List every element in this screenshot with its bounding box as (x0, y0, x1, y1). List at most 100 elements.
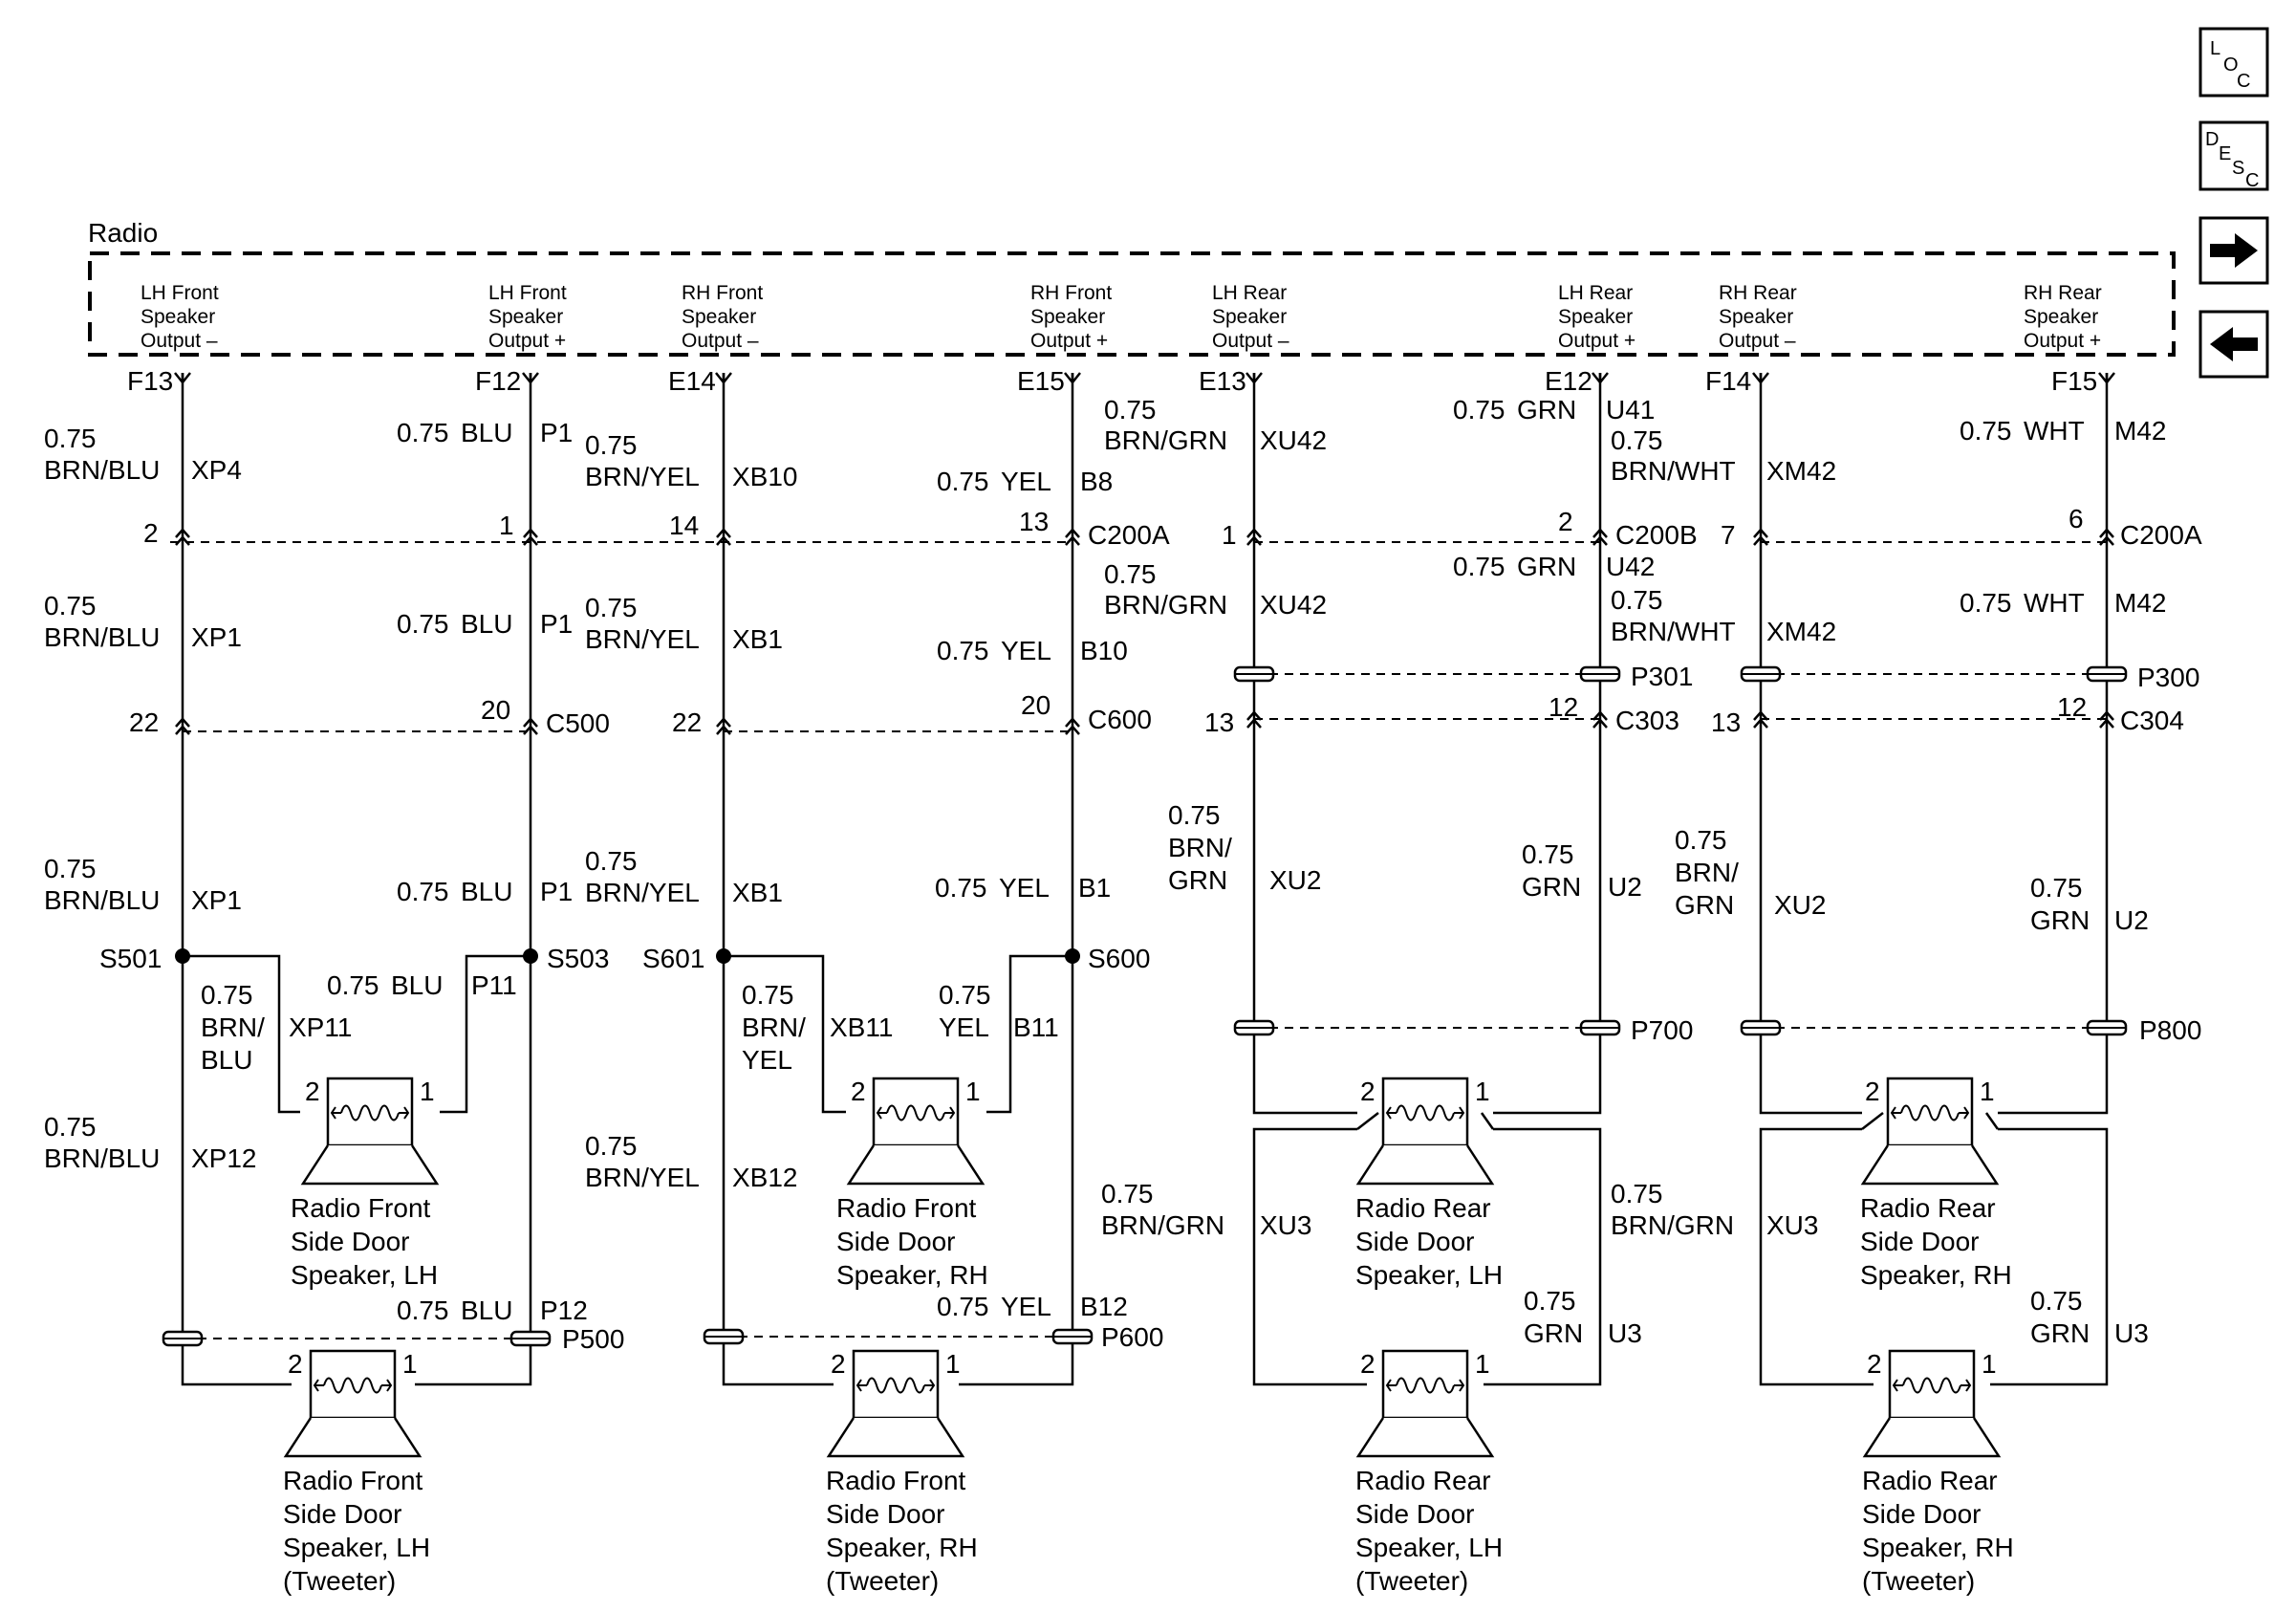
wire-circuit: XB1 (732, 878, 783, 907)
svg-text:E: E (2219, 143, 2231, 164)
wire-circuit: XP11 (289, 1012, 352, 1042)
wire-color: BLU (461, 1295, 512, 1325)
radio-output-label: Speaker (2024, 306, 2098, 328)
splice-label: S600 (1088, 944, 1150, 973)
svg-text:S: S (2232, 158, 2244, 179)
wire-color: BRN/ (742, 1012, 806, 1042)
speaker-rear-lh (1356, 1077, 1494, 1186)
speaker-name: (Tweeter) (283, 1566, 396, 1596)
speaker-name: Side Door (1860, 1227, 1980, 1256)
speaker-pin-positive: 1 (402, 1349, 418, 1379)
pin-number: 22 (672, 708, 702, 737)
wire-color: GRN (2030, 1318, 2090, 1348)
svg-text:C: C (2245, 170, 2259, 191)
wire-color: BLU (461, 609, 512, 639)
radio-output-label: Output + (1030, 330, 1108, 352)
tweeter-front-rh (827, 1349, 964, 1458)
wire-color: GRN (2030, 905, 2090, 935)
radio-output-label: Output – (1212, 330, 1289, 352)
speaker-name: Radio Rear (1860, 1193, 1996, 1223)
radio-output-pin: F12 (475, 366, 521, 396)
radio-title: Radio (88, 218, 158, 248)
pin-number: 20 (481, 695, 510, 725)
wire-size: 0.75 (1453, 395, 1505, 425)
wire-size: 0.75 (937, 636, 989, 665)
wire-circuit: P1 (540, 418, 573, 447)
radio-module-outline (88, 251, 2176, 357)
wire-size: 0.75 (1104, 559, 1157, 589)
wire-color: BRN/GRN (1611, 1210, 1734, 1240)
tweeter-rear-lh (1356, 1349, 1494, 1458)
wire-color: WHT (2024, 416, 2085, 446)
wire-size: 0.75 (2030, 1286, 2083, 1316)
connector-name: C200A (2120, 520, 2202, 550)
speaker-name: Speaker, LH (283, 1533, 430, 1562)
tweeter-rear-rh (1863, 1349, 2001, 1458)
speaker-name: Radio Rear (1355, 1193, 1491, 1223)
wire-circuit: XP1 (191, 885, 242, 915)
wire-size: 0.75 (397, 418, 449, 447)
radio-output-label: LH Rear (1558, 282, 1633, 304)
connector-name: C500 (546, 708, 610, 738)
wire-circuit: U3 (1608, 1318, 1642, 1348)
pin-number: 14 (669, 511, 699, 540)
connector-name: C200A (1088, 520, 1170, 550)
wire-circuit: XB12 (732, 1163, 798, 1192)
speaker-name: Speaker, LH (1355, 1533, 1503, 1562)
wire-size: 0.75 (1524, 1286, 1576, 1316)
wire-size: 0.75 (2030, 873, 2083, 903)
wire-size: 0.75 (585, 1131, 638, 1161)
speaker-name: Radio Front (836, 1193, 977, 1223)
pin-number: 13 (1711, 708, 1741, 737)
wire-color: GRN (1517, 552, 1576, 581)
speaker-pin-positive: 1 (1982, 1349, 1997, 1379)
wire-color: GRN (1517, 395, 1576, 425)
speaker-name: Radio Rear (1862, 1466, 1998, 1495)
wire-circuit: U3 (2114, 1318, 2149, 1348)
radio-output-label: Output + (2024, 330, 2101, 352)
speaker-name: Side Door (1862, 1499, 1982, 1529)
wire-color: BRN/WHT (1611, 456, 1736, 486)
back-button[interactable] (2199, 310, 2269, 379)
wire-circuit: B12 (1080, 1292, 1128, 1321)
pin-number: 6 (2069, 504, 2084, 533)
wire-circuit: M42 (2114, 416, 2166, 446)
inline-connectors (162, 665, 2128, 1347)
wire-circuit: XB11 (830, 1012, 893, 1042)
loc-button[interactable]: LOC (2199, 27, 2269, 98)
speaker-pin-positive: 1 (1475, 1349, 1490, 1379)
wire-circuit: P1 (540, 877, 573, 906)
wire-color: BRN/BLU (44, 1143, 160, 1173)
wire-color: BRN/ (1675, 858, 1739, 887)
wire-size: 0.75 (1522, 839, 1574, 869)
forward-button[interactable] (2199, 216, 2269, 285)
speaker-rear-rh (1861, 1077, 1999, 1186)
wire-size: 0.75 (201, 980, 253, 1010)
wire-color: YEL (1001, 636, 1051, 665)
splice-dot-s501 (175, 948, 190, 964)
wire-circuit: M42 (2114, 588, 2166, 618)
speaker-name: Speaker, RH (1862, 1533, 2014, 1562)
speaker-pin-positive: 1 (945, 1349, 961, 1379)
speaker-name: Radio Rear (1355, 1466, 1491, 1495)
speaker-name: Speaker, LH (291, 1260, 438, 1290)
wire-size: 0.75 (327, 970, 379, 1000)
radio-output-pin: F14 (1705, 366, 1751, 396)
speaker-name: Side Door (1355, 1227, 1475, 1256)
speaker-name: Side Door (283, 1499, 402, 1529)
wire-size: 0.75 (44, 854, 97, 883)
radio-output-label: Output + (1558, 330, 1635, 352)
radio-output-label: Output – (1719, 330, 1796, 352)
speaker-name: Speaker, RH (836, 1260, 988, 1290)
connector-dash-lines (170, 541, 2107, 1339)
wire-size: 0.75 (939, 980, 991, 1010)
